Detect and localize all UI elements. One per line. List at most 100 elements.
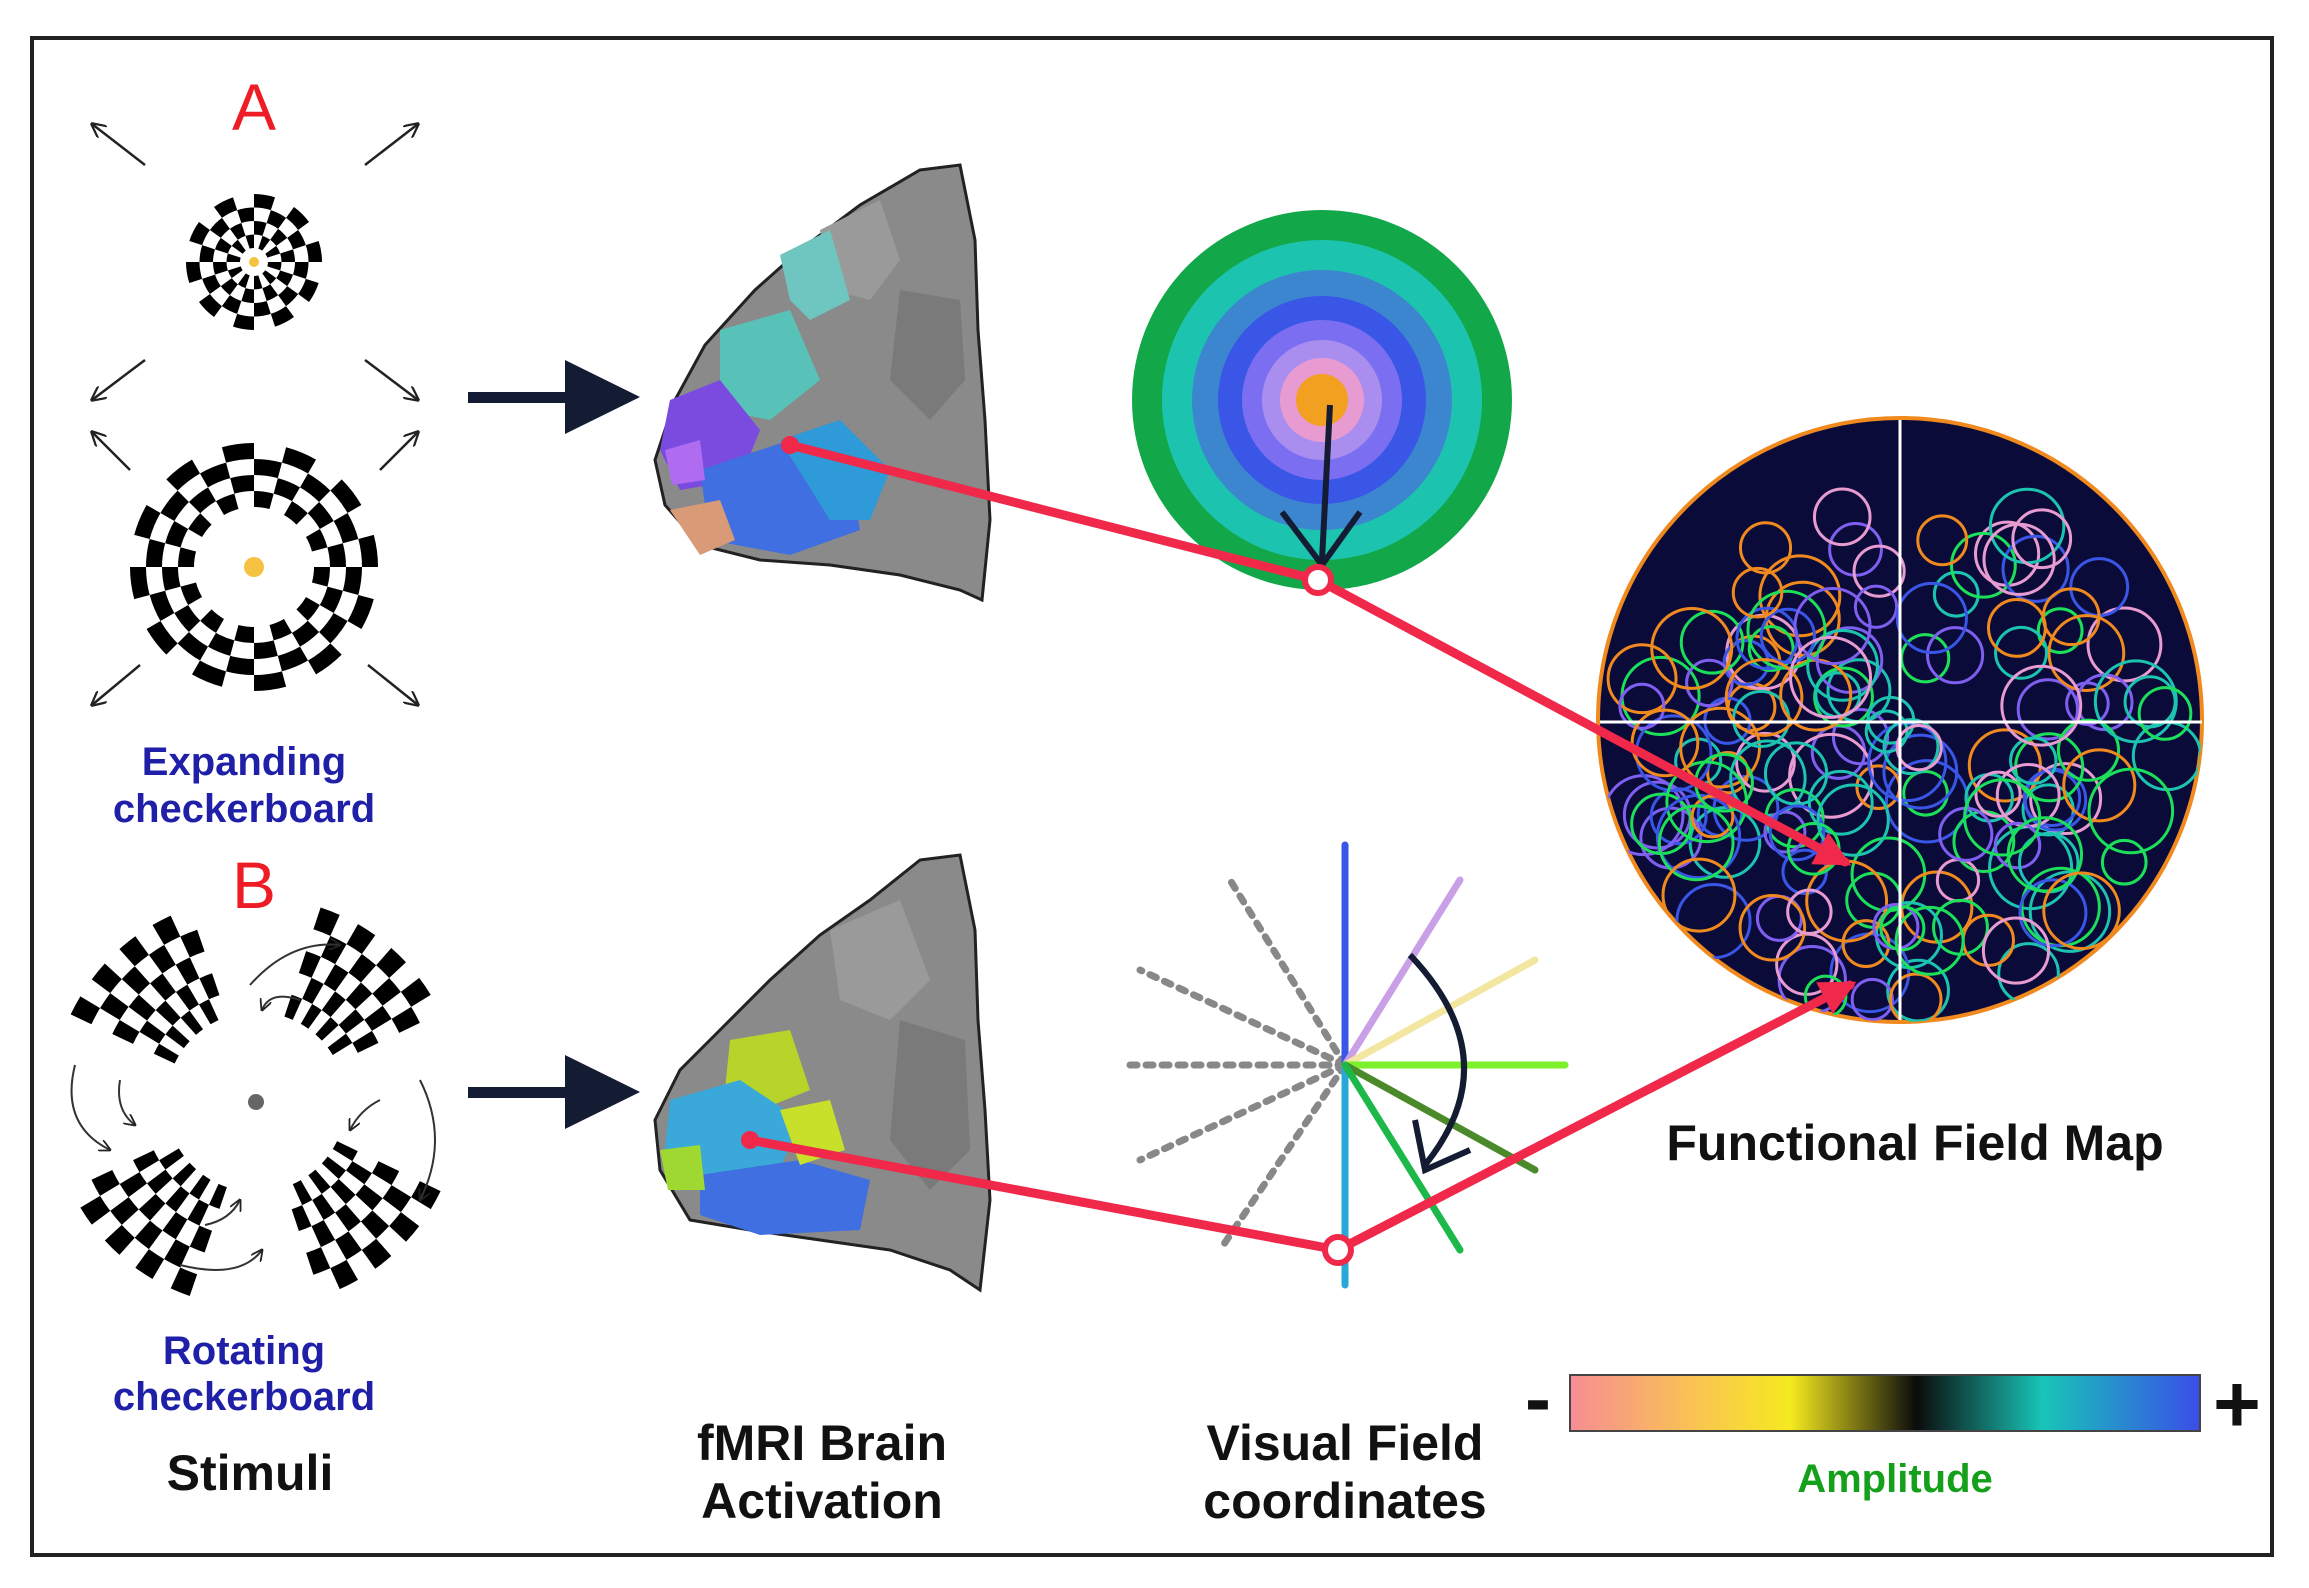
prf-circle	[1724, 658, 1804, 737]
rotating-checker-sector	[135, 1249, 165, 1279]
rotating-checker-sector	[372, 977, 401, 1006]
checker-sector	[311, 567, 330, 587]
prf-circle	[1950, 531, 2017, 599]
rotating-checker-sector	[323, 964, 349, 992]
prf-circle	[2028, 870, 2112, 953]
rotating-checker-sector	[134, 1220, 163, 1250]
rotating-checker-sector	[121, 966, 151, 995]
checker-sector	[165, 521, 189, 548]
rotating-checker-sector	[355, 1184, 383, 1211]
rotating-checker-sector	[306, 1247, 331, 1275]
rotating-checker-sector	[364, 1005, 392, 1031]
checker-sector	[280, 249, 295, 262]
checker-sector	[188, 487, 216, 514]
prf-circle	[1729, 739, 1807, 817]
rotating-checker-sector	[133, 1150, 160, 1173]
checker-sector	[162, 567, 181, 591]
rotating-checker-sector	[138, 1193, 166, 1221]
rotating-checker-sector	[164, 1239, 190, 1268]
checker-sector	[254, 300, 271, 317]
checker-sector	[234, 624, 254, 643]
rotating-checker-sector	[208, 1183, 227, 1209]
prf-circle	[2087, 767, 2175, 855]
checker-sector	[245, 234, 254, 249]
prf-circle	[2047, 614, 2126, 692]
rotating-checker-sector	[199, 973, 220, 1000]
rotating-checker-sector	[170, 1267, 198, 1296]
checker-sector	[149, 590, 175, 621]
checker-sector	[231, 239, 246, 254]
checker-sector	[308, 643, 342, 675]
checker-sector	[229, 223, 246, 240]
rotating-checker-sector	[382, 1185, 412, 1213]
prf-circle	[2000, 664, 2083, 747]
checker-sector	[230, 475, 254, 494]
checker-sector	[254, 459, 282, 479]
rotation-arrows	[70, 945, 436, 1271]
prf-circle	[2009, 736, 2058, 785]
rotating-checker-sector	[312, 1193, 336, 1220]
checker-sector	[269, 618, 292, 641]
rotating-checker-sector	[70, 996, 101, 1025]
checker-sector	[333, 513, 359, 544]
checker-sector	[221, 443, 254, 463]
prf-circle	[1759, 607, 1816, 664]
prf-circle	[1867, 722, 1948, 803]
checker-sector	[254, 194, 276, 211]
checker-sector	[174, 605, 201, 633]
rotating-checker-sector	[175, 984, 199, 1011]
prf-circle	[1657, 804, 1735, 882]
checker-sector	[292, 262, 309, 279]
rotating-checker-sector	[155, 1000, 181, 1026]
functional-field-map	[1596, 416, 2204, 1024]
rotating-checker-sector	[175, 957, 200, 985]
prf-circle	[1902, 769, 1949, 817]
prf-circle	[2056, 718, 2121, 782]
rotating-checker-sector	[360, 1210, 390, 1239]
fmri-label-line2: Activation	[701, 1473, 943, 1529]
rotating-checker-sector	[152, 915, 181, 945]
prf-circle	[1879, 905, 1926, 952]
prf-circle	[1900, 633, 1951, 684]
rotating-checker-sector	[187, 1199, 209, 1226]
checker-sector	[319, 586, 343, 613]
checker-sector	[265, 245, 281, 258]
rotating-checker-sector	[345, 982, 373, 1010]
checker-sector	[298, 278, 319, 302]
rotating-checker-sector	[311, 1219, 336, 1248]
rotating-checker-sector	[300, 1003, 322, 1029]
prf-circle	[1758, 554, 1842, 638]
prf-circle	[1738, 893, 1807, 962]
prf-circle	[1679, 609, 1745, 675]
rotating-checker-sector	[321, 1156, 346, 1180]
rotating-checker-sector	[104, 1224, 135, 1255]
prf-circle	[2042, 871, 2121, 951]
rotating-checker-sector	[361, 1238, 392, 1269]
polar-rotation-arrow	[1407, 952, 1472, 1175]
prf-circle	[2029, 762, 2103, 836]
rotating-checker-sector	[80, 1195, 111, 1225]
rotating-checker-sector	[148, 944, 176, 974]
rotating-checker-sector	[147, 1169, 173, 1194]
rotating-checker-sector	[139, 1020, 166, 1044]
rotating-checker-sector	[159, 1148, 184, 1170]
rotating-checker-sector	[313, 907, 340, 936]
rotating-checker-sector	[371, 1161, 400, 1186]
rotating-checker-sector	[180, 1010, 204, 1035]
prf-circle	[1630, 708, 1700, 778]
prf-circle	[1994, 625, 2048, 680]
prf-circle	[1685, 658, 1734, 708]
checker-sector	[262, 270, 277, 285]
rotating-checker-sector	[128, 994, 156, 1021]
prf-circle	[1993, 821, 2042, 870]
checker-sector	[278, 286, 299, 307]
eccentricity-rings	[1132, 210, 1512, 590]
checker-sector	[180, 582, 203, 605]
rotating-checker-sector	[91, 1169, 120, 1196]
checker-sector	[254, 491, 274, 510]
rotating-checker-sector	[112, 1020, 140, 1044]
amplitude-minus-sign: -	[1525, 1354, 1551, 1442]
checker-sector	[177, 632, 208, 661]
checker-sector	[273, 478, 300, 502]
